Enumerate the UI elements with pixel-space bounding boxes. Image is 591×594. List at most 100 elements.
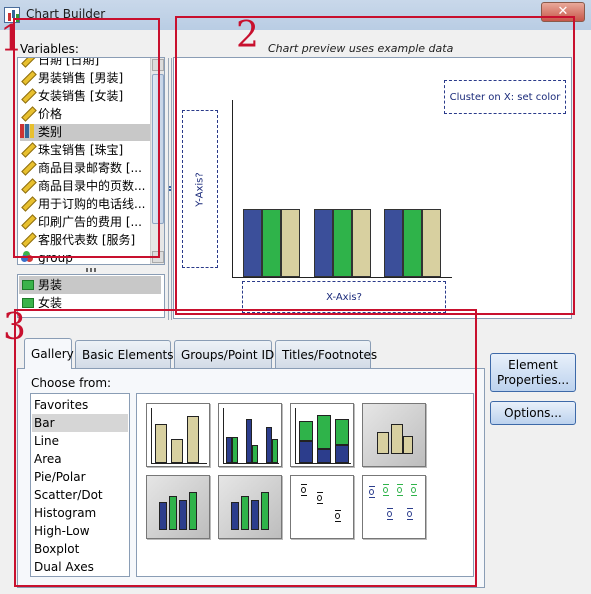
categories-list[interactable]: 男装女装 [17,274,165,318]
thumbnail-error-bar [335,510,341,522]
variable-item[interactable]: 印刷广告的费用 [... [20,214,152,231]
thumbnail-error-bar [397,484,403,496]
simple-bar-icon[interactable] [146,403,210,467]
thumbnail-bar [299,441,313,463]
variable-item[interactable]: 商品目录中的页数... [20,178,152,195]
preview-bar [422,209,441,277]
choose-from-label: Choose from: [31,376,112,390]
thumbnail-bar [272,439,278,463]
variable-item[interactable]: 用于订购的电话线... [20,196,152,213]
window-title: Chart Builder [26,7,106,21]
tab-groups-point-id[interactable]: Groups/Point ID [174,340,274,368]
variable-item[interactable]: 客服代表数 [服务] [20,232,152,249]
thumbnail-bar [189,492,197,530]
variable-item[interactable]: 男装销售 [男装] [20,70,152,87]
thumbnail-axis [223,408,224,464]
title-bar: Chart Builder ✕ [0,0,591,30]
preview-caption: Chart preview uses example data [268,42,454,55]
chart-type-item[interactable]: Dual Axes [34,560,94,574]
chart-type-item[interactable]: Area [34,452,62,466]
preview-bar [262,209,281,277]
thumbnail-bar [317,449,331,463]
simple-error-bar-icon[interactable] [290,475,354,539]
chart-type-item[interactable]: Bar [32,414,128,432]
category-item-label: 女装 [38,296,63,310]
ruler-icon [20,214,34,228]
thumbnail-axis [151,408,152,464]
variable-item-label: 价格 [38,107,63,121]
chart-preview-canvas[interactable]: Cluster on X: set color Y-Axis? X-Axis? [173,57,572,319]
tab-basic-elements[interactable]: Basic Elements [75,340,174,368]
clustered-bar-icon[interactable] [218,403,282,467]
cluster-drop-zone[interactable]: Cluster on X: set color [444,80,566,114]
ruler-icon [20,142,34,156]
3d-stacked-bar-icon[interactable] [218,475,282,539]
preview-bar [281,209,300,277]
panel-splitter[interactable] [168,58,172,320]
category-item[interactable]: 男装 [19,276,161,294]
thumbnail-bar [179,500,187,530]
scroll-down-arrow-icon[interactable] [152,251,164,263]
scroll-up-arrow-icon[interactable] [152,59,164,71]
chart-type-item[interactable]: Favorites [34,398,89,412]
thumbnail-axis [295,463,351,464]
category-item[interactable]: 女装 [19,294,161,312]
variable-item[interactable]: 商品目录邮寄数 [... [20,160,152,177]
y-axis-drop-zone[interactable]: Y-Axis? [182,110,218,268]
chart-type-item[interactable]: Scatter/Dot [34,488,103,502]
element-properties-button[interactable]: Element Properties... [490,353,576,392]
preview-bar [403,209,422,277]
variable-item-label: 商品目录中的页数... [38,179,146,193]
scroll-thumb[interactable] [152,74,164,224]
preview-y-axis-line [232,100,233,278]
chart-type-item[interactable]: Pie/Polar [34,470,86,484]
ruler-icon [20,160,34,174]
thumbnail-bar [246,419,252,463]
thumbnail-bar [169,496,177,530]
variable-item-label: 类别 [38,125,63,139]
variable-item[interactable]: group [20,250,152,264]
variables-list[interactable]: 日期 [日期]男装销售 [男装] 女装销售 [女装] 价格类别珠宝销售 [珠宝] 商品… [17,57,165,265]
element-properties-label: Element Properties... [496,358,570,387]
thumbnail-error-bar [383,484,389,496]
variables-scrollbar[interactable] [150,58,164,264]
x-axis-drop-zone[interactable]: X-Axis? [242,281,446,313]
category-swatch-icon [22,298,34,308]
3d-bar-icon[interactable] [362,403,426,467]
thumbnail-bar [299,421,313,441]
tab-titles-footnotes[interactable]: Titles/Footnotes [275,340,377,368]
variable-item[interactable]: 类别 [20,124,152,141]
thumbnail-error-bar [369,486,375,498]
ruler-icon [20,232,34,246]
variable-item[interactable]: 女装销售 [女装] [20,88,152,105]
variable-item-label: 珠宝销售 [珠宝] [38,143,124,157]
options-button[interactable]: Options... [490,401,576,425]
close-button[interactable]: ✕ [541,2,585,22]
variable-item[interactable]: 珠宝销售 [珠宝] [20,142,152,159]
chart-type-item[interactable]: Histogram [34,506,97,520]
thumbnail-bar [226,437,232,463]
preview-x-axis-line [232,277,452,278]
tab-gallery[interactable]: Gallery [24,338,74,369]
3d-clustered-bar-icon[interactable] [146,475,210,539]
category-item-label: 男装 [38,278,63,292]
thumbnail-error-bar [301,484,307,496]
y-axis-zone-label: Y-Axis? [194,171,206,207]
thumbnail-bar [159,502,167,530]
ruler-icon [20,70,34,84]
variable-item[interactable]: 日期 [日期] [20,58,152,69]
chart-type-item[interactable]: Boxplot [34,542,80,556]
variables-label: Variables: [20,42,79,56]
thumbnail-bar [231,502,239,530]
stacked-bar-icon[interactable] [290,403,354,467]
ruler-icon [20,178,34,192]
chart-type-item[interactable]: Line [34,434,60,448]
gallery-thumbnails [136,393,474,577]
resize-grip-icon[interactable] [86,268,98,272]
chart-type-item[interactable]: High-Low [34,524,90,538]
variable-item-label: 女装销售 [女装] [38,89,124,103]
variable-item[interactable]: 价格 [20,106,152,123]
ruler-icon [20,106,34,120]
clustered-error-bar-icon[interactable] [362,475,426,539]
